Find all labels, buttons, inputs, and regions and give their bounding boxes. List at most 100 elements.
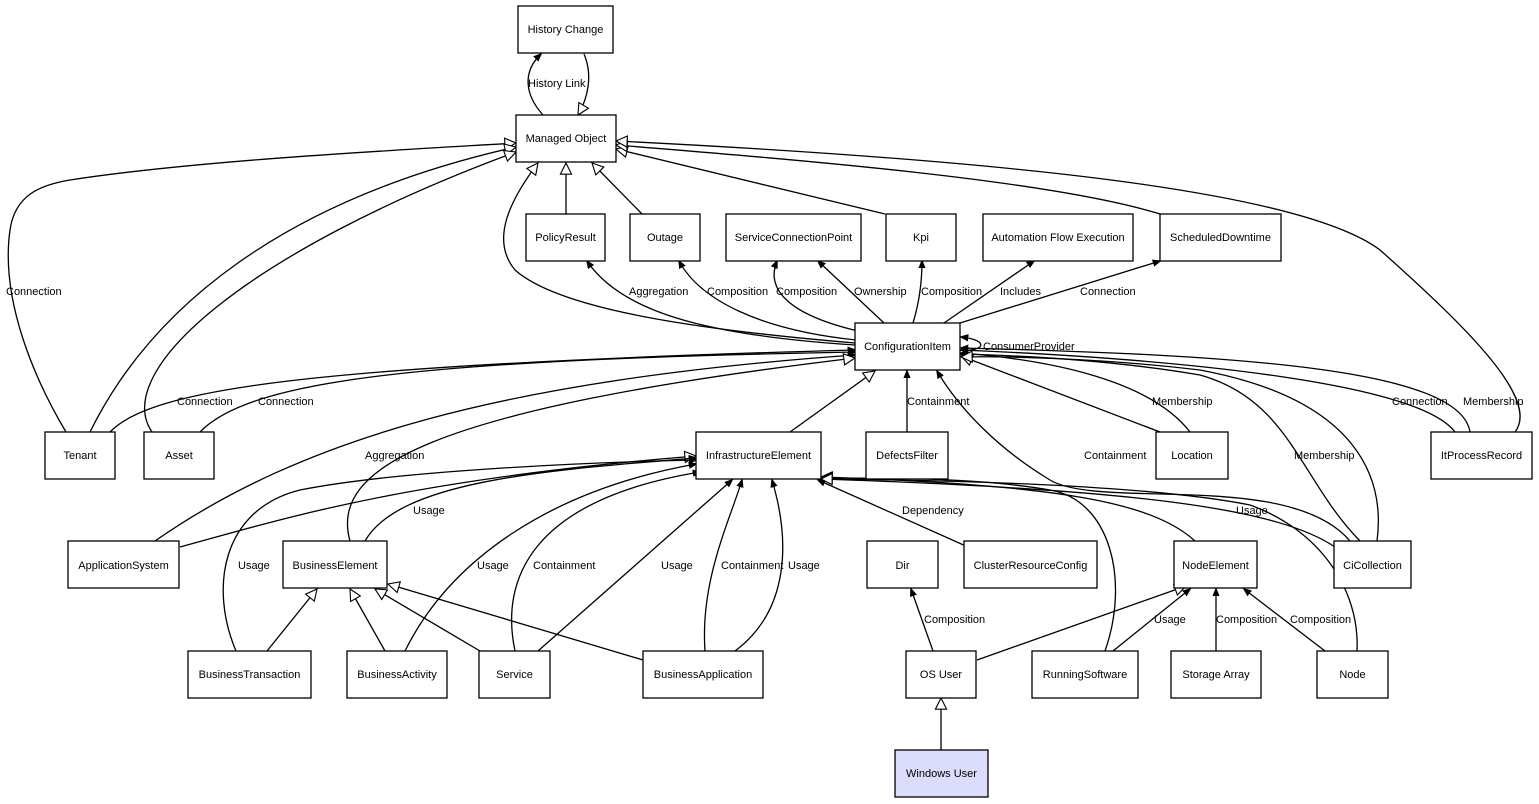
edge-ci-afe-includes: Includes — [943, 261, 1041, 324]
edge-bt-inherits-be — [266, 589, 317, 652]
node-storage-array[interactable]: Storage Array — [1170, 650, 1262, 699]
edge-label-ci-consumer-provider: ConsumerProvider — [983, 341, 1075, 353]
node-business-application[interactable]: BusinessApplication — [642, 650, 764, 699]
edge-ci-sd-connection: Connection — [959, 261, 1160, 324]
node-defects-filter[interactable]: DefectsFilter — [865, 431, 949, 480]
edge-appsys-ie — [179, 456, 696, 548]
edge-label-rs-ne-usage: Usage — [1154, 614, 1186, 626]
node-location[interactable]: Location — [1155, 431, 1229, 480]
svg-text:ScheduledDowntime: ScheduledDowntime — [1170, 232, 1271, 244]
edge-label-cicoll-membership: Membership — [1294, 450, 1355, 462]
edge-label-ci-outage-composition: Composition — [707, 286, 768, 298]
edge-label-service-containment: Containment — [533, 560, 595, 572]
edge-bt-ie-usage: Usage — [222, 460, 696, 652]
svg-text:ServiceConnectionPoint: ServiceConnectionPoint — [735, 232, 852, 244]
node-automation-flow-execution[interactable]: Automation Flow Execution — [982, 213, 1134, 262]
node-cluster-resource-config[interactable]: ClusterResourceConfig — [963, 540, 1098, 589]
edge-service-ie-containment: Containment — [510, 472, 700, 652]
edge-tenant-managed-object: Connection — [6, 143, 516, 433]
edge-label-ci-sd-connection: Connection — [1080, 286, 1136, 298]
edge-location-ci-membership: Membership — [961, 353, 1213, 433]
edge-label-tenant-ci-connection: Connection — [177, 396, 233, 408]
edge-ci-policy-aggregation: Aggregation — [587, 261, 856, 346]
edge-label-bt-ie-usage: Usage — [238, 560, 270, 572]
edge-label-ci-policy-aggregation: Aggregation — [629, 286, 688, 298]
edge-service-inherits-be — [375, 589, 481, 652]
svg-text:Tenant: Tenant — [63, 450, 96, 462]
edge-ba-inherits-be — [350, 589, 386, 652]
edge-be-ie-usage: Usage — [364, 458, 696, 542]
svg-text:OS User: OS User — [920, 669, 963, 681]
edge-bapp-ie-containment: Containment — [703, 480, 783, 652]
edge-crc-ie-dependency: Dependency — [818, 480, 969, 548]
edge-ci-outage-composition: Composition — [679, 261, 857, 341]
edge-itpr-ci-connection: Connection — [961, 350, 1456, 433]
edge-label-ci-scp-composition: Composition — [776, 286, 837, 298]
svg-text:BusinessElement: BusinessElement — [293, 560, 378, 572]
svg-text:BusinessActivity: BusinessActivity — [357, 669, 437, 681]
svg-text:Dir: Dir — [895, 560, 909, 572]
svg-text:BusinessApplication: BusinessApplication — [654, 669, 752, 681]
edge-label-itpr-connection: Connection — [1392, 396, 1448, 408]
node-application-system[interactable]: ApplicationSystem — [67, 540, 180, 589]
svg-text:DefectsFilter: DefectsFilter — [876, 450, 938, 462]
edge-kpi-inherits-managed-object — [616, 149, 886, 215]
svg-text:Location: Location — [1171, 450, 1213, 462]
edge-ci-scp-ownership: Ownership — [818, 261, 907, 324]
node-dir[interactable]: Dir — [866, 540, 939, 589]
node-windows-user[interactable]: Windows User — [894, 749, 989, 798]
edge-label-ci-afe-includes: Includes — [1000, 286, 1041, 298]
edge-be-inherits-ci — [346, 358, 855, 542]
svg-text:ItProcessRecord: ItProcessRecord — [1441, 450, 1522, 462]
node-infrastructure-element[interactable]: InfrastructureElement — [695, 431, 822, 480]
svg-text:Kpi: Kpi — [913, 232, 929, 244]
svg-text:Asset: Asset — [165, 450, 193, 462]
node-tenant[interactable]: Tenant — [44, 431, 116, 480]
edge-label-ci-kpi-composition: Composition — [921, 286, 982, 298]
edge-sa-ne-composition: Composition — [1216, 589, 1277, 651]
svg-text:InfrastructureElement: InfrastructureElement — [706, 450, 811, 462]
edge-label-cicoll-containment: Containment — [1084, 450, 1146, 462]
node-policy-result[interactable]: PolicyResult — [525, 213, 606, 262]
edge-label-node-ne-composition: Composition — [1290, 614, 1351, 626]
edge-history-link: History Link — [527, 54, 589, 115]
node-configuration-item[interactable]: ConfigurationItem — [854, 322, 961, 371]
node-node-element[interactable]: NodeElement — [1173, 540, 1258, 589]
node-it-process-record[interactable]: ItProcessRecord — [1430, 431, 1533, 480]
node-outage[interactable]: Outage — [629, 213, 701, 262]
edge-label-location-membership: Membership — [1152, 396, 1213, 408]
node-business-transaction[interactable]: BusinessTransaction — [187, 650, 312, 699]
svg-text:PolicyResult: PolicyResult — [535, 232, 596, 244]
node-service[interactable]: Service — [478, 650, 551, 699]
edge-defects-ci-containment: Containment — [907, 371, 969, 432]
edge-label-osuser-dir-composition: Composition — [924, 614, 985, 626]
node-business-activity[interactable]: BusinessActivity — [346, 650, 448, 699]
node-kpi[interactable]: Kpi — [885, 213, 957, 262]
edge-ie-inherits-ci — [789, 371, 875, 433]
edge-bapp-ie-usage: Usage — [734, 480, 820, 652]
edge-osuser-inherits-ne — [976, 586, 1186, 661]
edge-outage-inherits-managed-object — [592, 163, 643, 215]
node-business-element[interactable]: BusinessElement — [282, 540, 388, 589]
edge-label-crc-dependency: Dependency — [902, 505, 964, 517]
svg-text:ClusterResourceConfig: ClusterResourceConfig — [974, 560, 1088, 572]
edge-itpr-inherits-managed-object — [616, 141, 1521, 433]
edge-osuser-dir-composition: Composition — [911, 589, 985, 652]
svg-text:Node: Node — [1339, 669, 1365, 681]
node-history-change[interactable]: History Change — [517, 5, 614, 54]
node-running-software[interactable]: RunningSoftware — [1031, 650, 1139, 699]
edge-ne-inherits-ie — [821, 477, 1196, 542]
edge-label-defects-containment: Containment — [907, 396, 969, 408]
edge-sd-inherits-managed-object — [616, 145, 1161, 215]
node-os-user[interactable]: OS User — [905, 650, 977, 699]
edge-ba-ie-usage: Usage — [404, 464, 696, 652]
edge-label-history-link: History Link — [528, 78, 586, 90]
svg-text:Managed Object: Managed Object — [526, 133, 607, 145]
node-asset[interactable]: Asset — [143, 431, 215, 480]
node-scheduled-downtime[interactable]: ScheduledDowntime — [1159, 213, 1282, 262]
node-managed-object[interactable]: Managed Object — [515, 114, 617, 163]
node-ci-collection[interactable]: CiCollection — [1333, 540, 1412, 589]
node-service-connection-point[interactable]: ServiceConnectionPoint — [725, 213, 862, 262]
node-node[interactable]: Node — [1316, 650, 1389, 699]
